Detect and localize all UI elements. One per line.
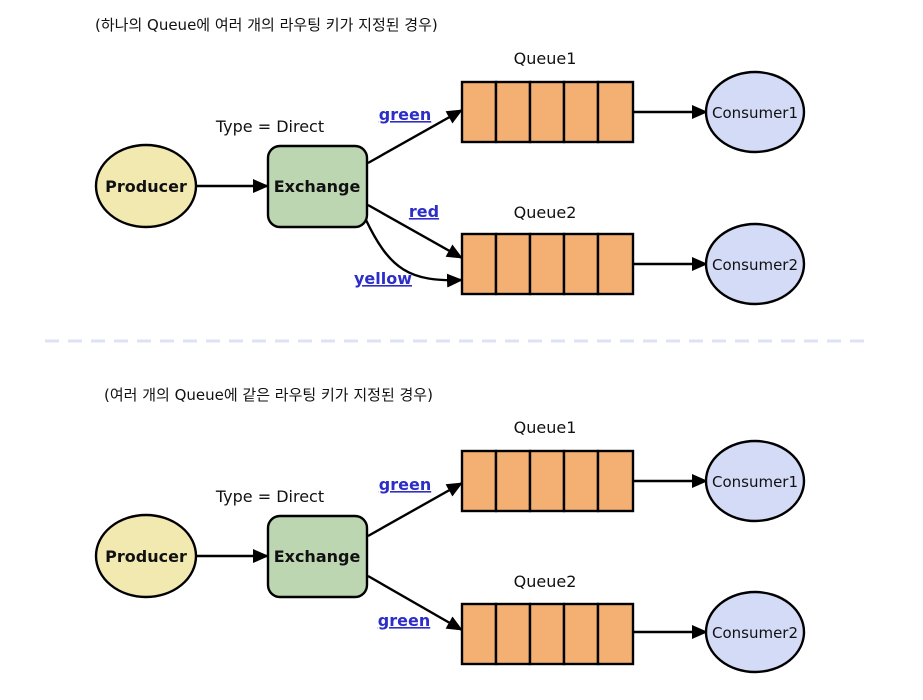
- producer-shape: [94, 513, 198, 599]
- exchange-label: Exchange: [274, 547, 361, 566]
- queue1[interactable]: [460, 449, 635, 513]
- queue-slot: [494, 80, 532, 144]
- queue-slot: [596, 80, 635, 144]
- consumer-shape: [704, 439, 806, 523]
- queue2-title: Queue2: [514, 203, 577, 222]
- consumer2-node[interactable]: Consumer2: [704, 222, 806, 306]
- exchange-type-label: Type = Direct: [215, 487, 324, 506]
- queue-slot: [528, 602, 566, 666]
- queue-slot: [460, 449, 498, 513]
- queue-slot: [460, 80, 498, 144]
- routing-key-green[interactable]: green: [379, 475, 431, 494]
- exchange-type-label: Type = Direct: [215, 117, 324, 136]
- queue-slot: [494, 449, 532, 513]
- diagram-multiple-keys-one-queue: (하나의 Queue에 여러 개의 라우팅 키가 지정된 경우) Produce…: [94, 16, 806, 306]
- consumer1-node[interactable]: Consumer1: [704, 439, 806, 523]
- edge-exchange-queue2-yellow: [364, 219, 463, 288]
- exchange-node[interactable]: Exchange: [266, 144, 369, 229]
- queue1[interactable]: [460, 80, 635, 144]
- diagram-caption: (여러 개의 Queue에 같은 라우팅 키가 지정된 경우): [104, 386, 433, 404]
- consumer-shape: [704, 590, 806, 674]
- queue2[interactable]: [460, 602, 635, 666]
- queue2-title: Queue2: [514, 572, 577, 591]
- routing-key-green[interactable]: green: [378, 611, 430, 630]
- queue1-title: Queue1: [514, 418, 577, 437]
- consumer2-node[interactable]: Consumer2: [704, 590, 806, 674]
- queue-slot: [596, 602, 635, 666]
- consumer-shape: [704, 222, 806, 306]
- producer-label: Producer: [105, 547, 187, 566]
- edge-exchange-queue2-red: [367, 203, 463, 260]
- queue-slot: [460, 602, 498, 666]
- queue-slot: [562, 80, 600, 144]
- exchange-node[interactable]: Exchange: [266, 514, 369, 599]
- consumer1-label: Consumer1: [712, 104, 798, 122]
- queue-slot: [562, 232, 600, 296]
- queue-slot: [528, 232, 566, 296]
- queue-slot: [562, 449, 600, 513]
- diagram-caption: (하나의 Queue에 여러 개의 라우팅 키가 지정된 경우): [95, 16, 438, 34]
- consumer2-label: Consumer2: [712, 624, 798, 642]
- edge-exchange-queue1: [367, 481, 463, 538]
- queue2[interactable]: [460, 232, 635, 296]
- edge-exchange-queue2: [367, 574, 463, 632]
- queue-slot: [494, 232, 532, 296]
- queue-slot: [596, 232, 635, 296]
- edge-exchange-queue1: [367, 108, 463, 165]
- exchange-shape: [266, 514, 369, 599]
- routing-key-red[interactable]: red: [409, 202, 439, 221]
- routing-key-yellow[interactable]: yellow: [354, 269, 412, 288]
- consumer-shape: [704, 70, 806, 154]
- queue-slot: [562, 602, 600, 666]
- queue-slot: [596, 449, 635, 513]
- queue-slot: [494, 602, 532, 666]
- exchange-label: Exchange: [274, 177, 361, 196]
- exchange-shape: [266, 144, 369, 229]
- consumer2-label: Consumer2: [712, 256, 798, 274]
- producer-node[interactable]: Producer: [94, 143, 198, 229]
- producer-label: Producer: [105, 177, 187, 196]
- consumer1-label: Consumer1: [712, 473, 798, 491]
- queue1-title: Queue1: [514, 49, 577, 68]
- queue-slot: [528, 449, 566, 513]
- queue-slot: [460, 232, 498, 296]
- diagram-same-key-multiple-queues: (여러 개의 Queue에 같은 라우팅 키가 지정된 경우) Producer…: [94, 386, 806, 674]
- routing-key-green[interactable]: green: [379, 105, 431, 124]
- producer-shape: [94, 143, 198, 229]
- producer-node[interactable]: Producer: [94, 513, 198, 599]
- queue-slot: [528, 80, 566, 144]
- consumer1-node[interactable]: Consumer1: [704, 70, 806, 154]
